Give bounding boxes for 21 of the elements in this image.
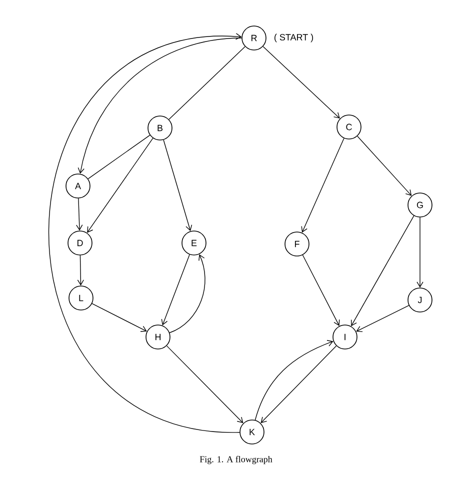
arrow — [301, 138, 344, 233]
arrow — [416, 217, 424, 288]
arrow — [350, 215, 414, 326]
arrow — [302, 254, 340, 326]
arrow — [166, 345, 244, 424]
arrow — [254, 340, 334, 420]
node-note: ( START ) — [274, 34, 314, 42]
arrow — [260, 346, 337, 424]
caption: Fig. 1. A flowgraph — [200, 456, 272, 464]
arrow — [356, 305, 410, 332]
arrow — [76, 198, 83, 231]
arrow — [92, 303, 147, 332]
arrow — [169, 254, 206, 334]
arrow — [48, 33, 242, 433]
arrow — [77, 255, 84, 286]
arrow — [87, 138, 154, 233]
arrow — [78, 38, 242, 174]
arrow — [262, 46, 340, 119]
arrow — [163, 140, 192, 232]
arrow — [356, 136, 412, 196]
arrow — [161, 254, 190, 326]
